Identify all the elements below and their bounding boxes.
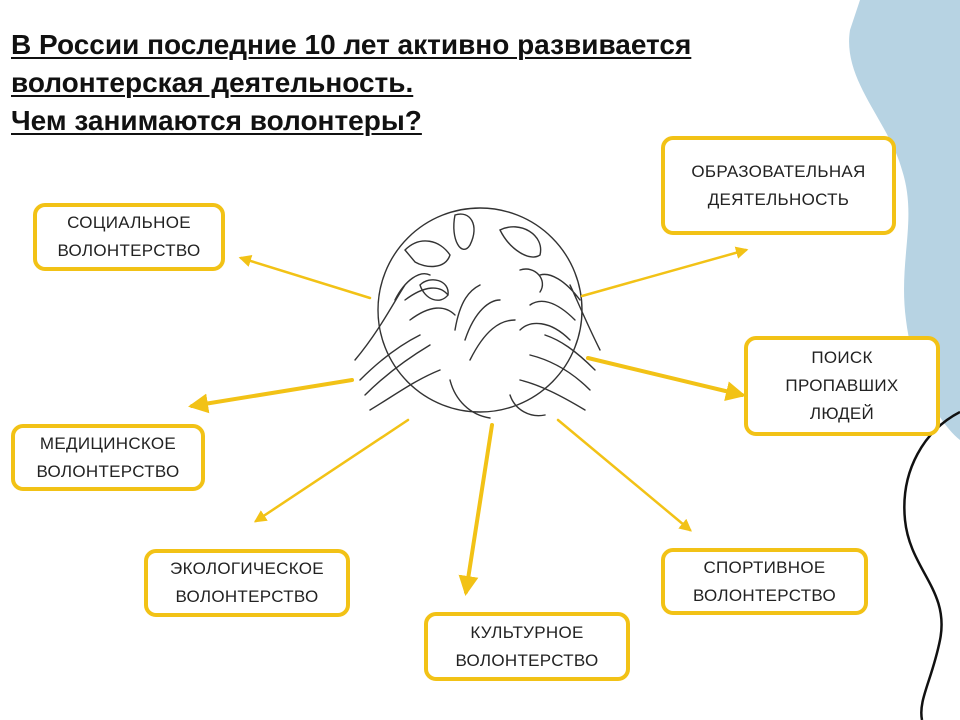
node-cultural-volunteering: КУЛЬТУРНОЕ ВОЛОНТЕРСТВО xyxy=(424,612,630,681)
arrows xyxy=(188,246,749,596)
arrow-to-sport xyxy=(556,418,692,532)
arrow-to-social xyxy=(238,254,372,300)
node-search-missing-people: ПОИСК ПРОПАВШИХ ЛЮДЕЙ xyxy=(744,336,940,436)
node-social-volunteering: СОЦИАЛЬНОЕ ВОЛОНТЕРСТВО xyxy=(33,203,225,271)
node-educational-activity: ОБРАЗОВАТЕЛЬНАЯ ДЕЯТЕЛЬНОСТЬ xyxy=(661,136,896,235)
globe-hands-illustration xyxy=(354,207,601,419)
squiggle-line xyxy=(903,410,960,720)
node-medical-volunteering: МЕДИЦИНСКОЕ ВОЛОНТЕРСТВО xyxy=(11,424,205,491)
node-cultural-label: КУЛЬТУРНОЕ ВОЛОНТЕРСТВО xyxy=(455,622,599,670)
node-search-label: ПОИСК ПРОПАВШИХ ЛЮДЕЙ xyxy=(785,348,899,423)
title-line-2: волонтерская деятельность. xyxy=(11,67,414,98)
arrow-to-ecological xyxy=(253,418,410,523)
node-sport-volunteering: СПОРТИВНОЕ ВОЛОНТЕРСТВО xyxy=(661,548,868,615)
node-ecological-label: ЭКОЛОГИЧЕСКОЕ ВОЛОНТЕРСТВО xyxy=(170,559,324,606)
slide-title: В России последние 10 лет активно развив… xyxy=(11,26,691,140)
arrow-to-education xyxy=(580,246,749,298)
blue-blob-shape xyxy=(849,0,960,440)
title-line-3: Чем занимаются волонтеры? xyxy=(11,105,422,136)
node-sport-label: СПОРТИВНОЕ ВОЛОНТЕРСТВО xyxy=(692,557,837,605)
arrow-to-search xyxy=(586,356,746,401)
node-medical-label: МЕДИЦИНСКОЕ ВОЛОНТЕРСТВО xyxy=(36,433,180,481)
title-line-1: В России последние 10 лет активно развив… xyxy=(11,29,692,60)
arrow-to-medical xyxy=(188,378,354,414)
arrow-to-cultural xyxy=(458,423,494,596)
node-ecological-volunteering: ЭКОЛОГИЧЕСКОЕ ВОЛОНТЕРСТВО xyxy=(144,549,350,617)
node-social-label: СОЦИАЛЬНОЕ ВОЛОНТЕРСТВО xyxy=(57,213,201,260)
node-education-label: ОБРАЗОВАТЕЛЬНАЯ ДЕЯТЕЛЬНОСТЬ xyxy=(691,161,866,209)
